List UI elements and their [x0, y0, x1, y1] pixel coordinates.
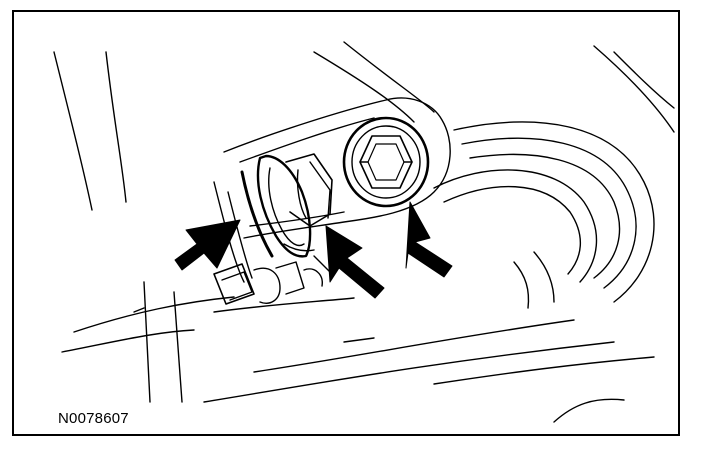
figure-id-label: N0078607 [58, 410, 129, 427]
bracket-arm [213, 97, 451, 283]
callout-arrow-right [405, 201, 453, 278]
callout-arrow-left [174, 219, 241, 271]
engine-component-illustration [53, 41, 675, 423]
housing-contours [53, 51, 655, 423]
upper-cover [313, 41, 675, 133]
callout-arrow-middle [325, 225, 385, 299]
connector-fitting [213, 243, 333, 305]
callout-arrows [174, 201, 453, 299]
flange-bolt-with-gasket [240, 153, 333, 258]
pulley-wheel [433, 121, 655, 309]
illustration-frame: N0078607 [12, 10, 680, 436]
hex-bolt-with-washer [342, 116, 430, 208]
